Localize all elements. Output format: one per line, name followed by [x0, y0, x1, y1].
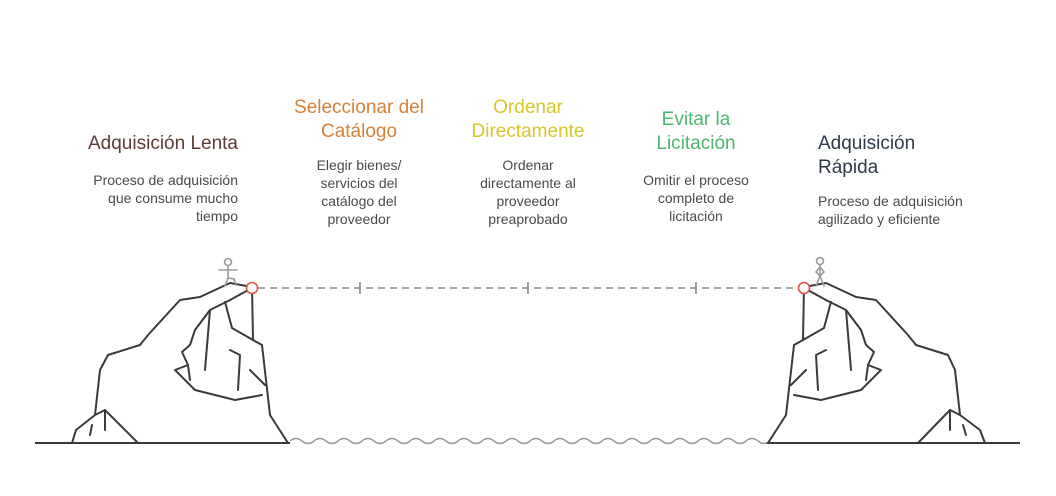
start-description: Proceso de adquisición que consume mucho…: [93, 172, 238, 224]
step-1-description: Elegir bienes/ servicios del catálogo de…: [316, 157, 402, 227]
step-1-title: Seleccionar del Catálogo: [294, 97, 424, 142]
step-2-title: Ordenar Directamente: [471, 97, 585, 142]
end-description: Proceso de adquisición agilizado y efici…: [818, 193, 963, 227]
standing-person-icon: [814, 256, 826, 287]
step-3-description: Omitir el proceso completo de licitación: [643, 172, 749, 224]
start-title: Adquisición Lenta: [88, 133, 238, 154]
standing-person-icon: [218, 257, 238, 287]
water-waves: [289, 437, 771, 445]
step-3-title: Evitar la Licitación: [656, 109, 736, 154]
start-marker: [245, 281, 259, 295]
right-cliff: [767, 282, 986, 444]
step-2-description: Ordenar directamente al proveedor preapr…: [480, 157, 576, 227]
bridge-ticks: [359, 282, 697, 294]
left-cliff: [71, 282, 289, 444]
end-title: Adquisición Rápida: [818, 133, 916, 178]
end-marker: [797, 281, 811, 295]
